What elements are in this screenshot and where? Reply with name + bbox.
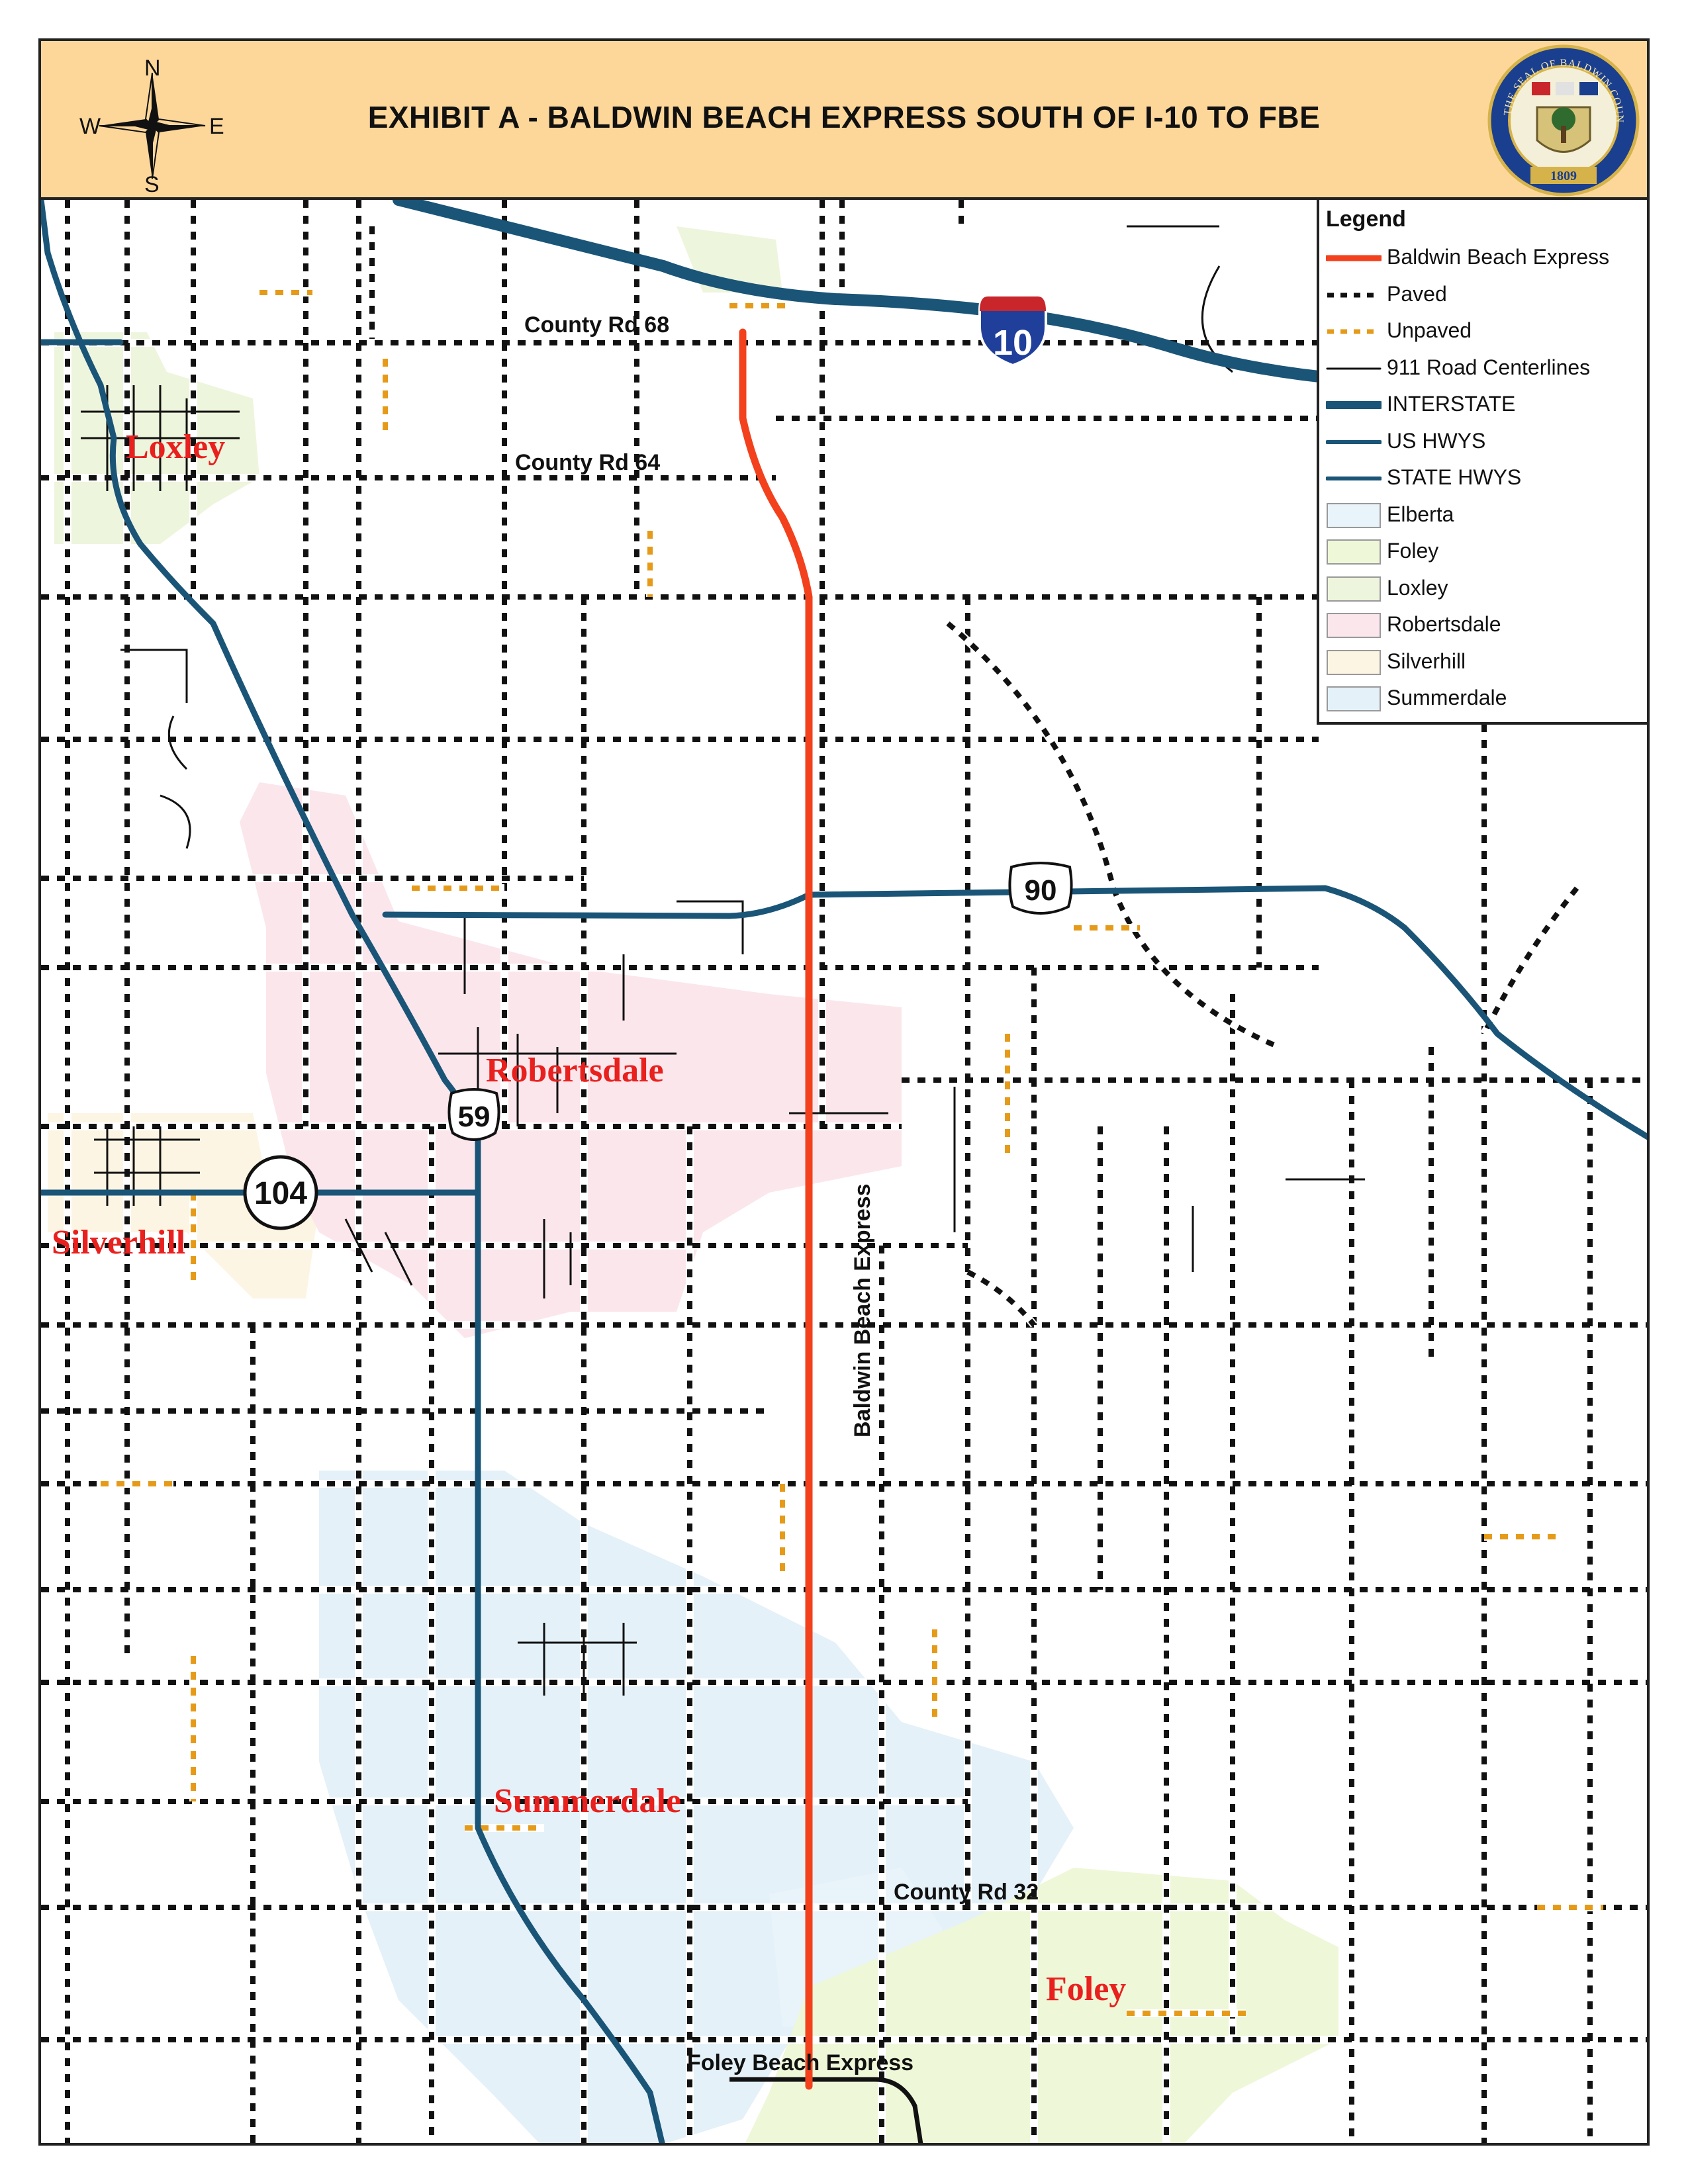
legend-item-911-road-centerlines: 911 Road Centerlines [1326, 350, 1647, 387]
legend-label: Paved [1387, 281, 1447, 306]
legend-label: STATE HWYS [1387, 465, 1522, 489]
legend-item-us-hwys: US HWYS [1326, 424, 1647, 461]
legend-item-baldwin-beach-express: Baldwin Beach Express [1326, 240, 1647, 277]
legend-item-summerdale: Summerdale [1326, 680, 1647, 717]
us-90-shield: 90 [1008, 862, 1073, 915]
seal-year: 1809 [1550, 169, 1577, 183]
summerdale-area [319, 1471, 1074, 2143]
map-title: EXHIBIT A - BALDWIN BEACH EXPRESS SOUTH … [367, 100, 1321, 134]
us-59-shield: 59 [447, 1088, 500, 1141]
legend-swatch [1326, 367, 1382, 369]
robertsdale-area [240, 782, 902, 1338]
county-rd-68-label: County Rd 68 [524, 312, 669, 338]
county-rd-32-label: County Rd 32 [894, 1880, 1039, 1905]
legend-swatch [1327, 539, 1381, 565]
compass-rose-icon [99, 72, 206, 179]
legend-swatch [1327, 686, 1381, 711]
legend-label: Baldwin Beach Express [1387, 245, 1610, 269]
legend-label: Robertsdale [1387, 612, 1501, 636]
legend-title: Legend [1326, 206, 1406, 232]
legend-label: Silverhill [1387, 649, 1466, 673]
legend-swatch [1327, 292, 1380, 298]
legend-swatch [1327, 649, 1381, 675]
legend-swatch [1326, 439, 1382, 444]
legend-item-unpaved: Unpaved [1326, 313, 1647, 350]
map-frame: N S W E EXHIBIT A - BALDWIN BEACH EXPRES… [38, 38, 1650, 2146]
legend-item-robertsdale: Robertsdale [1326, 607, 1647, 644]
compass-west: W [79, 114, 101, 139]
town-label-foley: Foley [1046, 1970, 1126, 2008]
legend-swatch [1326, 477, 1382, 480]
foley-beach-express-line [729, 2077, 923, 2143]
legend-label: Unpaved [1387, 318, 1472, 342]
legend-item-loxley: Loxley [1326, 570, 1647, 608]
legend-label: Elberta [1387, 502, 1454, 526]
town-label-robertsdale: Robertsdale [486, 1052, 664, 1089]
foley-area [745, 1868, 1338, 2143]
legend-swatch [1327, 328, 1380, 335]
legend-item-interstate: INTERSTATE [1326, 387, 1647, 424]
legend-label: US HWYS [1387, 428, 1486, 453]
legend-label: Loxley [1387, 575, 1448, 600]
legend-label: INTERSTATE [1387, 392, 1516, 416]
legend-item-state-hwys: STATE HWYS [1326, 460, 1647, 497]
state-hwy-104-shield: 104 [243, 1155, 318, 1230]
legend-label: Summerdale [1387, 686, 1507, 709]
us-59-line [41, 200, 665, 2143]
baldwin-county-seal-icon: THE SEAL OF BALDWIN COUNTY, ALABAMA 1809 [1484, 41, 1640, 197]
legend-label: Foley [1387, 539, 1439, 563]
town-label-summerdale: Summerdale [494, 1782, 681, 1820]
us-90-line [382, 885, 1647, 1140]
compass-north: N [144, 56, 161, 81]
map-header: N S W E EXHIBIT A - BALDWIN BEACH EXPRES… [41, 41, 1647, 200]
legend-label: 911 Road Centerlines [1387, 355, 1591, 379]
legend-item-paved: Paved [1326, 277, 1647, 314]
interstate-10-shield-number: 10 [993, 323, 1033, 363]
legend-swatch [1327, 576, 1381, 602]
legend-item-foley: Foley [1326, 533, 1647, 570]
legend-swatch [1326, 401, 1382, 409]
baldwin-beach-express-line [739, 328, 813, 2090]
us-59-shield-number: 59 [458, 1101, 491, 1133]
unpaved-roads [101, 289, 1603, 2017]
municipal-areas [48, 226, 1338, 2143]
baldwin-beach-express-label: Baldwin Beach Express [850, 1183, 875, 1437]
legend-item-silverhill: Silverhill [1326, 644, 1647, 681]
state-hwy-104-shield-number: 104 [254, 1176, 307, 1211]
us-90-shield-number: 90 [1025, 874, 1057, 907]
foley-beach-express-label: Foley Beach Express [687, 2050, 914, 2075]
legend-swatch [1327, 613, 1381, 638]
compass-east: E [209, 114, 224, 139]
interstate-10-line [393, 200, 1647, 390]
town-label-silverhill: Silverhill [52, 1224, 185, 1261]
silverhill-area [48, 1113, 319, 1298]
legend-swatch [1327, 502, 1381, 528]
county-rd-64-label: County Rd 64 [515, 450, 660, 475]
road-centerlines [81, 225, 1441, 1696]
legend-item-elberta: Elberta [1326, 497, 1647, 534]
compass-south: S [144, 172, 160, 197]
road-map: 10 90 59 104 County Rd 68 County Rd 64 C… [41, 200, 1647, 2143]
highways [41, 200, 1647, 2143]
town-label-loxley: Loxley [126, 428, 225, 466]
interstate-10-shield: 10 [978, 295, 1047, 367]
legend-swatch [1326, 255, 1382, 261]
